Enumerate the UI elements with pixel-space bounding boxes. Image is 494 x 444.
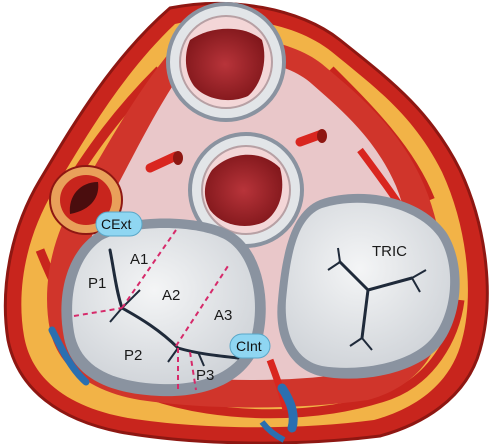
label-tric: TRIC [372, 243, 407, 260]
label-a2: A2 [162, 287, 180, 304]
tricuspid-valve: TRIC [277, 194, 459, 379]
label-cint: CInt [236, 338, 262, 354]
valve-cusp [186, 29, 264, 100]
tricuspid-orifice [286, 203, 450, 368]
label-cext: CExt [101, 216, 131, 232]
mitral-valve: A1 A2 A3 P1 P2 P3 [61, 219, 265, 397]
artery-opening [173, 151, 183, 165]
commissure-internal: CInt [230, 334, 270, 358]
label-p3: P3 [196, 367, 214, 384]
commissure-external: CExt [96, 212, 142, 236]
label-a3: A3 [214, 307, 232, 324]
label-p1: P1 [88, 275, 106, 292]
label-a1: A1 [130, 251, 148, 268]
label-p2: P2 [124, 347, 142, 364]
artery-opening [317, 129, 327, 143]
pulmonary-valve [168, 4, 284, 120]
